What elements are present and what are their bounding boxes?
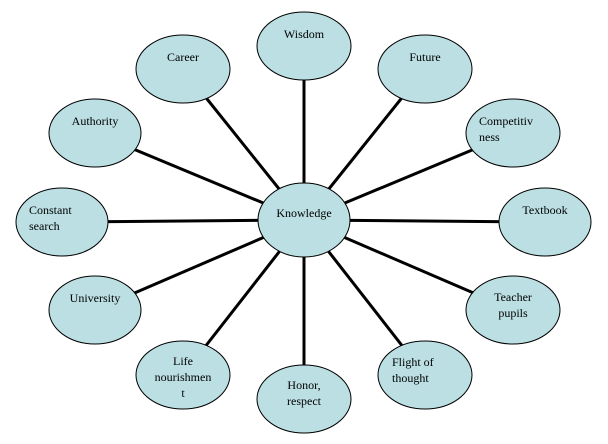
node-wisdom[interactable]: Wisdom <box>256 11 352 81</box>
node-label: search <box>29 219 60 233</box>
node-label: respect <box>287 394 322 408</box>
node-label: Authority <box>72 114 119 128</box>
node-label: Flight of <box>392 355 434 369</box>
node-label: thought <box>392 371 429 385</box>
node-ellipse <box>377 340 473 410</box>
node-ellipse <box>135 340 231 410</box>
node-textbook[interactable]: Textbook <box>498 187 592 257</box>
node-competitiveness[interactable]: Competitiv ness <box>465 98 561 168</box>
node-ellipse <box>465 275 561 345</box>
node-label: Future <box>409 50 440 64</box>
node-label: Competitiv <box>479 114 533 128</box>
node-label: t <box>181 386 185 400</box>
node-ellipse <box>256 11 352 81</box>
node-ellipse <box>498 187 592 257</box>
node-label: nourishmen <box>155 370 212 384</box>
node-teacher-pupils[interactable]: Teacher pupils <box>465 275 561 345</box>
node-label: Teacher <box>494 290 532 304</box>
node-label: Career <box>167 50 199 64</box>
node-future[interactable]: Future <box>377 34 473 104</box>
node-career[interactable]: Career <box>135 34 231 104</box>
node-label: Life <box>173 354 193 368</box>
node-ellipse <box>135 34 231 104</box>
node-ellipse <box>377 34 473 104</box>
node-ellipse <box>15 187 109 257</box>
node-ellipse <box>48 275 142 345</box>
center-node-knowledge[interactable]: Knowledge <box>257 182 351 258</box>
node-life-nourishment[interactable]: Life nourishmen t <box>135 340 231 410</box>
node-label: Honor, <box>287 378 320 392</box>
node-ellipse <box>465 98 561 168</box>
node-ellipse <box>257 182 351 258</box>
node-label: Wisdom <box>284 27 325 41</box>
node-constant-search[interactable]: Constant search <box>15 187 109 257</box>
node-label: pupils <box>498 306 528 320</box>
node-university[interactable]: University <box>48 275 142 345</box>
node-label: ness <box>479 130 500 144</box>
node-label: Knowledge <box>276 206 331 220</box>
node-label: University <box>70 291 121 305</box>
node-honor-respect[interactable]: Honor, respect <box>256 364 352 434</box>
node-flight-of-thought[interactable]: Flight of thought <box>377 340 473 410</box>
node-label: Textbook <box>522 203 567 217</box>
node-ellipse <box>48 98 142 168</box>
node-authority[interactable]: Authority <box>48 98 142 168</box>
node-ellipse <box>256 364 352 434</box>
node-label: Constant <box>29 203 72 217</box>
